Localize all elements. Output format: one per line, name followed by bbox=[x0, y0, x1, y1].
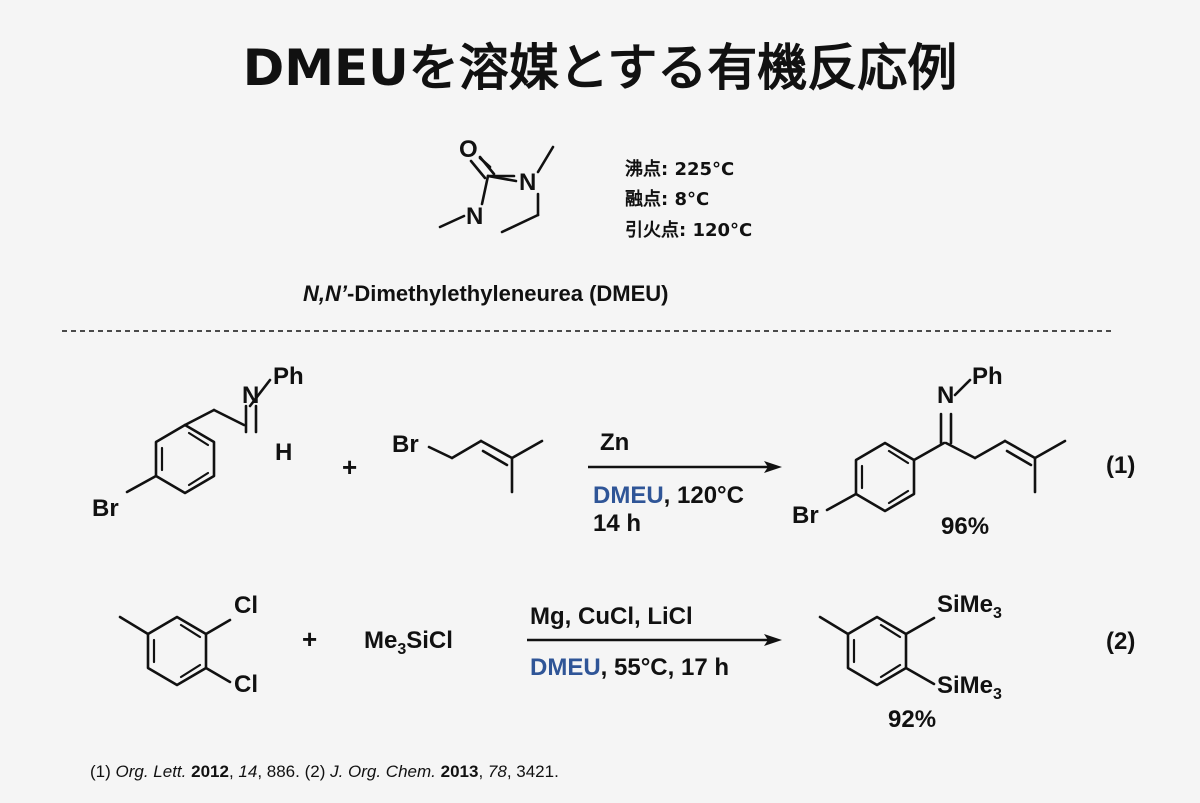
ref1-year: 2012 bbox=[191, 762, 229, 781]
reaction2-product-sime-top: SiMe bbox=[937, 591, 993, 618]
reaction2-arrow bbox=[527, 634, 782, 646]
reaction2-product-sime-bottom: SiMe bbox=[937, 672, 993, 699]
dmeu-melting-point: 融点: 8°C bbox=[625, 188, 709, 210]
dmeu-boiling-point: 沸点: 225°C bbox=[625, 158, 734, 180]
dmeu-flash-point: 引火点: 120°C bbox=[625, 219, 752, 241]
reaction2-reagent-tmscl: Me3SiCl bbox=[364, 627, 453, 658]
ref1-page: , 886. bbox=[257, 762, 304, 781]
reaction1-product-structure bbox=[825, 378, 1067, 513]
reaction1-prenyl-bromide-structure bbox=[427, 439, 544, 494]
ref2-volume: 78 bbox=[488, 762, 507, 781]
dmeu-name-rest: -Dimethylethyleneurea (DMEU) bbox=[347, 281, 669, 306]
reaction2-conditions: DMEU, 55°C, 17 h bbox=[530, 654, 729, 681]
reaction2-chlorine-bottom: Cl bbox=[234, 671, 258, 698]
reaction1-time: 14 h bbox=[593, 510, 641, 537]
reaction1-reagent-zn: Zn bbox=[600, 429, 629, 456]
reaction1-temperature: , 120°C bbox=[664, 482, 744, 509]
dmeu-nitrogen-label-left: N bbox=[466, 203, 483, 230]
reaction1-imine-phenyl: Ph bbox=[273, 363, 304, 390]
reaction2-temp-time: , 55°C, 17 h bbox=[601, 654, 729, 681]
reaction1-conditions: DMEU, 120°C bbox=[593, 482, 744, 509]
reaction2-product-sime3-top: SiMe3 bbox=[937, 591, 1002, 622]
dmeu-name-italic: N,N’ bbox=[303, 281, 348, 306]
reaction1-prenyl-bromine: Br bbox=[392, 431, 419, 458]
reaction2-product-sub-top: 3 bbox=[993, 605, 1002, 622]
reaction1-imine-structure bbox=[125, 378, 272, 495]
reaction2-reagents: Mg, CuCl, LiCl bbox=[530, 603, 693, 630]
reaction2-reagent-subscript: 3 bbox=[397, 641, 406, 658]
dmeu-oxygen-label: O bbox=[459, 136, 478, 163]
reaction2-product-structure bbox=[818, 615, 936, 687]
reaction2-solvent-dmeu: DMEU bbox=[530, 654, 601, 681]
dmeu-nitrogen-label-right: N bbox=[519, 169, 536, 196]
reaction1-product-bromine: Br bbox=[792, 502, 819, 529]
reaction2-reagent-me: Me bbox=[364, 627, 397, 654]
ref2-journal: J. Org. Chem. bbox=[329, 762, 436, 781]
reaction2-product-sub-bottom: 3 bbox=[993, 686, 1002, 703]
reaction1-yield: 96% bbox=[941, 513, 989, 540]
reaction1-reactant-bromine: Br bbox=[92, 495, 119, 522]
reaction1-solvent-dmeu: DMEU bbox=[593, 482, 664, 509]
reaction2-yield: 92% bbox=[888, 706, 936, 733]
reaction1-plus-sign: + bbox=[342, 452, 357, 482]
reaction2-chlorine-top: Cl bbox=[234, 592, 258, 619]
references: (1) Org. Lett. 2012, 14, 886. (2) J. Org… bbox=[90, 762, 559, 781]
reaction1-product-phenyl: Ph bbox=[972, 363, 1003, 390]
dmeu-name: N,N’-Dimethylethyleneurea (DMEU) bbox=[303, 281, 669, 306]
dmeu-structure bbox=[438, 145, 555, 234]
reaction1-number: (1) bbox=[1106, 452, 1135, 479]
reaction1-product-nitrogen: N bbox=[937, 382, 954, 409]
reaction2-plus-sign: + bbox=[302, 624, 317, 654]
reaction2-product-sime3-bottom: SiMe3 bbox=[937, 672, 1002, 703]
page-title: DMEUを溶媒とする有機反応例 bbox=[243, 39, 958, 97]
reaction2-dichlorotoluene-structure bbox=[118, 615, 232, 687]
ref2-page: , 3421. bbox=[507, 762, 559, 781]
reaction1-imine-hydrogen: H bbox=[275, 439, 292, 466]
ref1-volume: 14 bbox=[238, 762, 257, 781]
ref2-number: (2) bbox=[305, 762, 331, 781]
reaction2-number: (2) bbox=[1106, 628, 1135, 655]
ref1-number: (1) bbox=[90, 762, 116, 781]
reaction1-arrow bbox=[588, 461, 782, 473]
ref2-year: 2013 bbox=[441, 762, 479, 781]
ref1-journal: Org. Lett. bbox=[116, 762, 187, 781]
reaction2-reagent-sicl: SiCl bbox=[406, 627, 453, 654]
reaction1-imine-nitrogen: N bbox=[242, 382, 259, 409]
